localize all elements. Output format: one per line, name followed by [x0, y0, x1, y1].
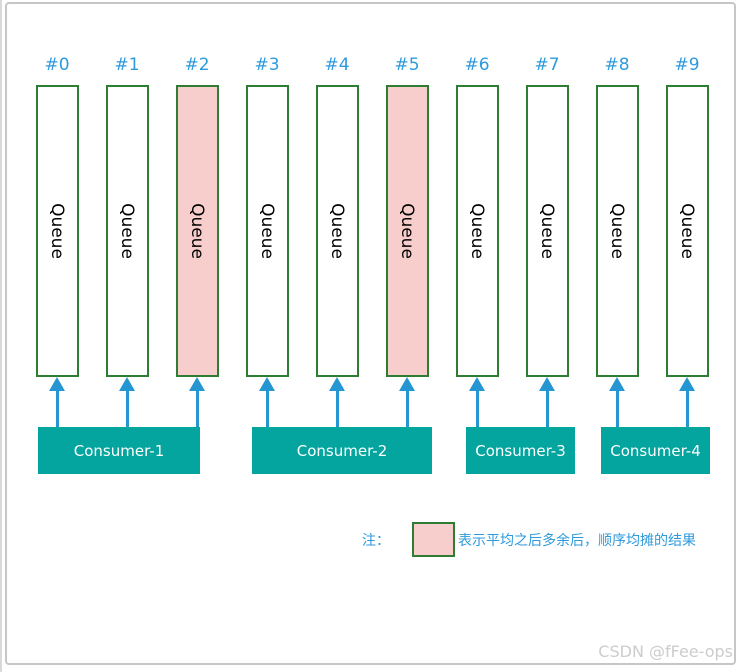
- queue-box-highlighted: Queue: [385, 85, 429, 377]
- arrow-up-icon: [49, 377, 65, 391]
- arrow-up-icon: [469, 377, 485, 391]
- arrow-line: [195, 389, 199, 427]
- queue-box-highlighted: Queue: [175, 85, 219, 377]
- queue-box-text: Queue: [607, 203, 628, 259]
- arrow-line: [55, 389, 59, 427]
- arrow-up-icon: [399, 377, 415, 391]
- arrow-line: [685, 389, 689, 427]
- queue-label: #3: [254, 55, 280, 75]
- queue-box: Queue: [525, 85, 569, 377]
- queue-box-text: Queue: [257, 203, 278, 259]
- queue-label: #5: [394, 55, 420, 75]
- queue-box: Queue: [315, 85, 359, 377]
- left-edge-line: [0, 0, 2, 672]
- legend-swatch: [412, 522, 455, 557]
- consumer-label: Consumer-3: [475, 441, 566, 460]
- consumer-label: Consumer-1: [73, 441, 165, 460]
- queue-box-text: Queue: [677, 203, 698, 259]
- queue-box-text: Queue: [467, 203, 488, 259]
- queue-label: #6: [464, 55, 490, 75]
- queue-label: #0: [44, 55, 70, 75]
- queue-label: #1: [114, 55, 140, 75]
- queue-box-text: Queue: [187, 203, 208, 259]
- consumer-box: Consumer-1: [38, 427, 200, 474]
- arrow-line: [475, 389, 479, 427]
- arrow-up-icon: [329, 377, 345, 391]
- queue-box-text: Queue: [537, 203, 558, 259]
- queue-box-text: Queue: [397, 203, 418, 259]
- consumer-box: Consumer-2: [252, 427, 432, 474]
- queue-label: #4: [324, 55, 350, 75]
- consumer-label: Consumer-4: [610, 441, 701, 460]
- queue-box-text: Queue: [47, 203, 68, 259]
- queue-label: #8: [604, 55, 630, 75]
- consumer-box: Consumer-4: [601, 427, 710, 474]
- queue-box: Queue: [245, 85, 289, 377]
- consumer-label: Consumer-2: [296, 441, 388, 460]
- queue-box: Queue: [595, 85, 639, 377]
- arrow-up-icon: [119, 377, 135, 391]
- arrow-up-icon: [189, 377, 205, 391]
- queue-box: Queue: [665, 85, 709, 377]
- arrow-up-icon: [539, 377, 555, 391]
- queue-box: Queue: [35, 85, 79, 377]
- watermark: CSDN @fFee-ops: [598, 642, 733, 661]
- consumer-box: Consumer-3: [466, 427, 575, 474]
- arrow-line: [125, 389, 129, 427]
- arrow-up-icon: [679, 377, 695, 391]
- arrow-up-icon: [609, 377, 625, 391]
- legend-swatch-meaning: 表示平均之后多余后，顺序均摊的结果: [458, 533, 696, 549]
- arrow-up-icon: [259, 377, 275, 391]
- queue-label: #9: [674, 55, 700, 75]
- queue-label: #7: [534, 55, 560, 75]
- queue-box-text: Queue: [327, 203, 348, 259]
- arrow-line: [265, 389, 269, 427]
- queue-label: #2: [184, 55, 210, 75]
- arrow-line: [615, 389, 619, 427]
- arrow-line: [405, 389, 409, 427]
- legend-note-label: 注：: [362, 533, 390, 549]
- arrow-line: [545, 389, 549, 427]
- arrow-line: [335, 389, 339, 427]
- queue-box-text: Queue: [117, 203, 138, 259]
- queue-box: Queue: [105, 85, 149, 377]
- queue-box: Queue: [455, 85, 499, 377]
